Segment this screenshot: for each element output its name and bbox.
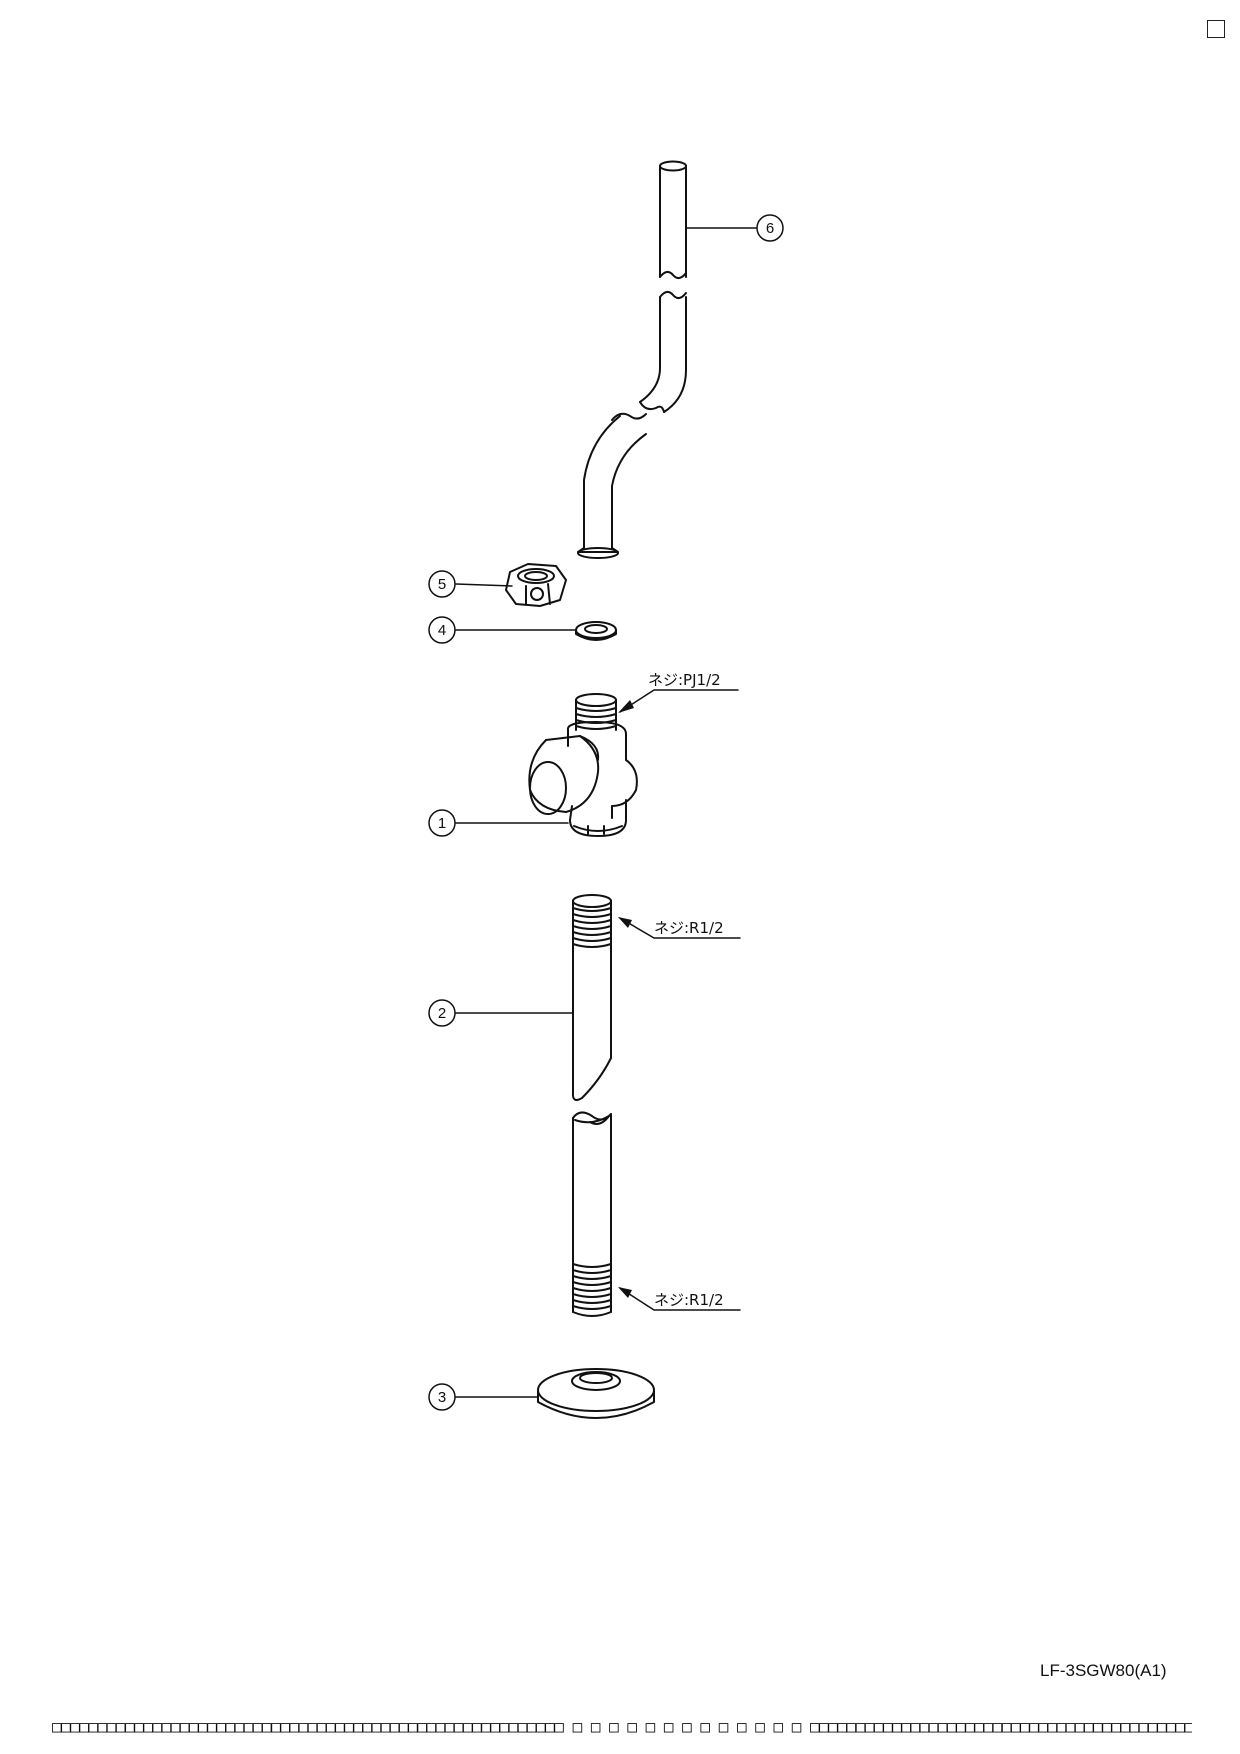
washer-part-4	[575, 621, 617, 641]
stop-valve-part-1	[528, 693, 638, 837]
part-number-2: 2	[438, 1005, 446, 1022]
balloon-2	[428, 999, 456, 1027]
thread-label-valve: ネジ:PJ1/2	[648, 671, 721, 689]
thread-label-pipe-bottom: ネジ:R1/2	[654, 1291, 724, 1309]
cap-nut-part-5	[505, 563, 567, 607]
balloon-4	[428, 616, 456, 644]
model-code: LF-3SGW80(A1)	[1040, 1661, 1167, 1680]
supply-pipe-part-6	[577, 160, 687, 559]
thread-label-pipe-top: ネジ:R1/2	[654, 919, 724, 937]
riser-pipe-part-2	[571, 894, 612, 1317]
leader-lines	[455, 227, 757, 1398]
balloon-6	[756, 214, 784, 242]
escutcheon-plate-part-3	[537, 1368, 655, 1419]
part-number-3: 3	[438, 1389, 446, 1406]
part-number-1: 1	[438, 815, 446, 832]
part-number-6: 6	[766, 220, 774, 237]
leader-arrowheads	[618, 700, 634, 1298]
balloon-3	[428, 1383, 456, 1411]
part-number-4: 4	[438, 622, 446, 639]
corner-checkbox-icon	[1207, 20, 1225, 38]
part-number-5: 5	[438, 576, 446, 593]
footer-text-strip: □□□□□□□□□□□□□□□□□□□□□□□□□□□□□□□□□□□□□□□□…	[52, 1718, 1192, 1736]
balloon-5	[428, 570, 456, 598]
balloon-1	[428, 809, 456, 837]
